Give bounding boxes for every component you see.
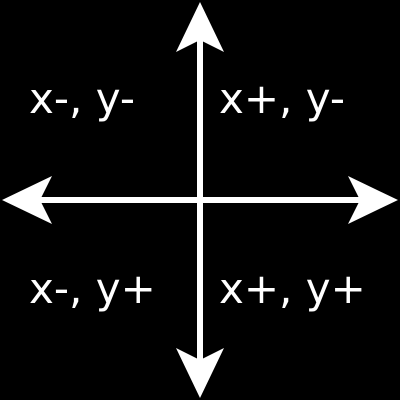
arrow-left-icon [2,176,52,224]
arrow-up-icon [176,2,224,52]
arrow-down-icon [176,348,224,398]
quadrant-label-bottom-right: x+, y+ [219,264,366,313]
quadrant-label-top-right: x+, y- [219,74,346,123]
arrow-right-icon [348,176,398,224]
quadrant-label-top-left: x-, y- [29,74,135,123]
quadrant-label-bottom-left: x-, y+ [29,264,156,313]
